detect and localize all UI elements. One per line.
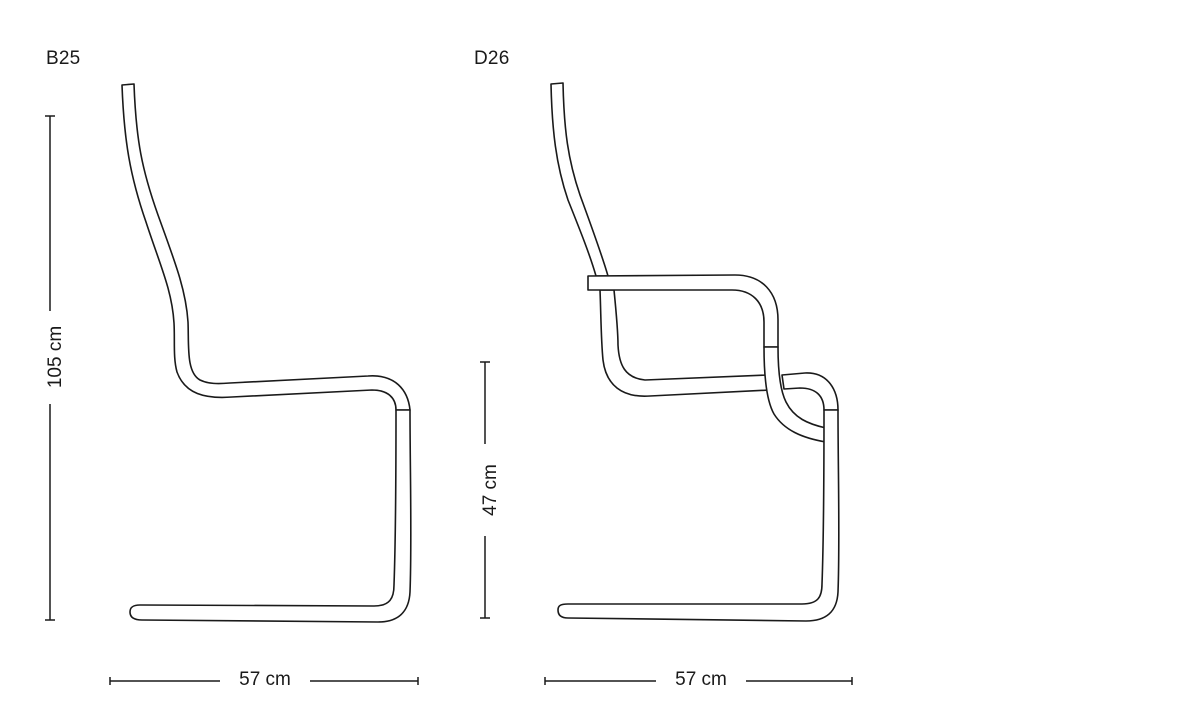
d26-seat-height-label: 47 cm [480,444,501,536]
b25-front-leg-tube [129,409,412,623]
d26-chair-outline [550,82,840,622]
b25-chair-outline [121,83,412,623]
d26-seat-tube [599,289,771,397]
d26-width-dimension [544,677,853,685]
d26-front-leg-tube [557,409,840,622]
b25-height-label: 105 cm [45,311,66,403]
b25-width-dimension [109,677,419,685]
b25-width-label: 57 cm [220,669,310,691]
b25-model-label: B25 [46,48,81,69]
b25-backrest-seat-tube [121,83,411,411]
d26-backrest-tube [550,82,609,277]
d26-arm-support-tube [763,346,827,443]
b25-height-dimension [45,115,55,621]
d26-seat-height-dimension [480,361,490,619]
d26-seat-front-tube [781,372,839,411]
d26-width-label: 57 cm [656,669,746,691]
d26-model-label: D26 [474,48,510,69]
